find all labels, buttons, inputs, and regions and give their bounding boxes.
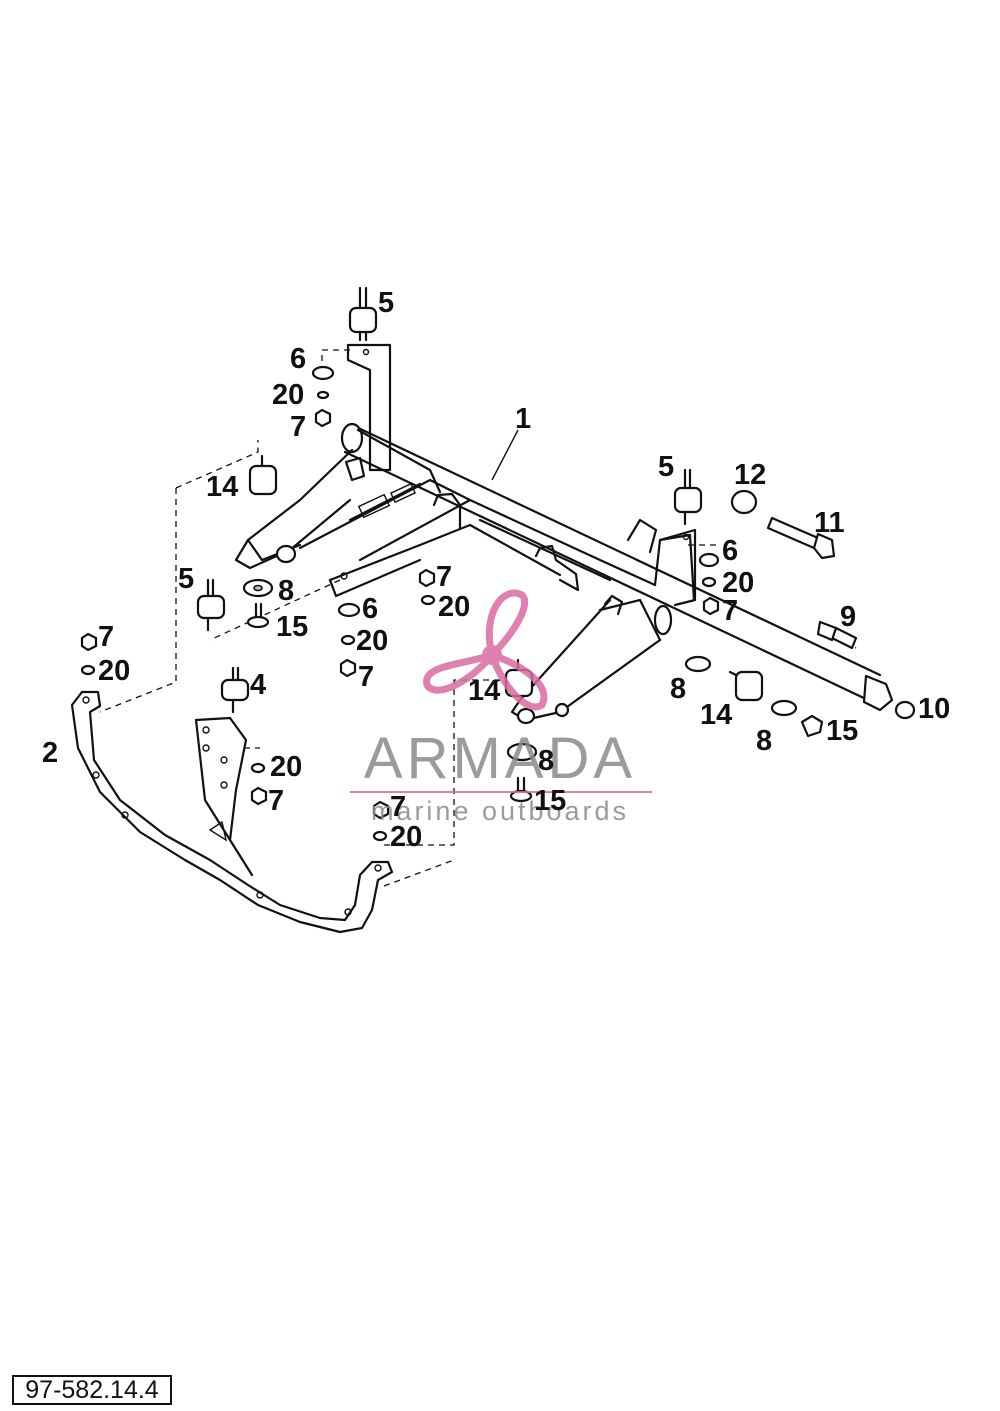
callout-1: 1 [515,403,531,435]
callout-15: 15 [276,611,308,643]
callout-7: 7 [436,561,452,593]
callout-4: 4 [250,669,266,701]
callout-8: 8 [278,575,294,607]
armada-watermark: ARMADA marine outboards [350,589,652,826]
rubber-mount-4 [220,666,250,714]
callout-6: 6 [362,593,378,625]
callout-20: 20 [272,379,304,411]
callout-20: 20 [270,751,302,783]
callout-11: 11 [814,507,845,539]
callout-7: 7 [98,621,114,653]
callout-20: 20 [356,625,388,657]
callout-6: 6 [722,535,738,567]
lower-mount-bracket [70,690,394,934]
callout-7: 7 [722,595,738,627]
callout-7: 7 [390,791,406,823]
rubber-mount-5-right [673,468,703,526]
bolt-9 [816,620,858,650]
figure-id: 97-582.14.4 [12,1375,172,1405]
callout-14: 14 [700,699,732,731]
callout-5: 5 [178,563,194,595]
watermark-tagline: marine outboards [371,796,629,826]
callout-10: 10 [918,693,950,725]
callout-leader-lines [491,429,519,481]
washer-6 [311,365,335,381]
callout-5: 5 [378,287,394,319]
callout-20: 20 [438,591,470,623]
callout-15: 15 [826,715,858,747]
callout-8: 8 [538,745,554,777]
callout-14: 14 [468,675,500,707]
plug-10 [894,700,916,720]
callout-9: 9 [840,601,856,633]
callout-7: 7 [268,785,284,817]
callout-20: 20 [98,655,130,687]
callout-20: 20 [390,821,422,853]
spacer-12 [730,489,758,515]
callout-15: 15 [534,785,566,817]
callout-2: 2 [42,737,58,769]
hardware-parts [80,286,916,842]
callout-7: 7 [290,411,306,443]
callout-12: 12 [734,459,766,491]
callout-20: 20 [722,567,754,599]
callout-8: 8 [670,673,686,705]
callout-6: 6 [290,343,306,375]
callout-8: 8 [756,725,772,757]
bolt-11 [766,516,836,560]
rubber-mount-14-left [248,454,278,496]
callout-5: 5 [658,451,674,483]
rubber-mount-5-top [348,286,378,342]
callout-7: 7 [358,661,374,693]
rubber-mount-14-right [728,670,764,702]
callout-labels: 1 2 4 5 5 5 6 6 6 7 7 7 7 7 7 7 8 8 8 8 … [42,287,950,853]
rubber-mount-5-left [196,578,226,632]
callout-14: 14 [206,471,238,503]
propeller-logo [423,589,548,711]
watermark-brand: ARMADA [364,726,636,791]
main-frame [234,343,894,725]
